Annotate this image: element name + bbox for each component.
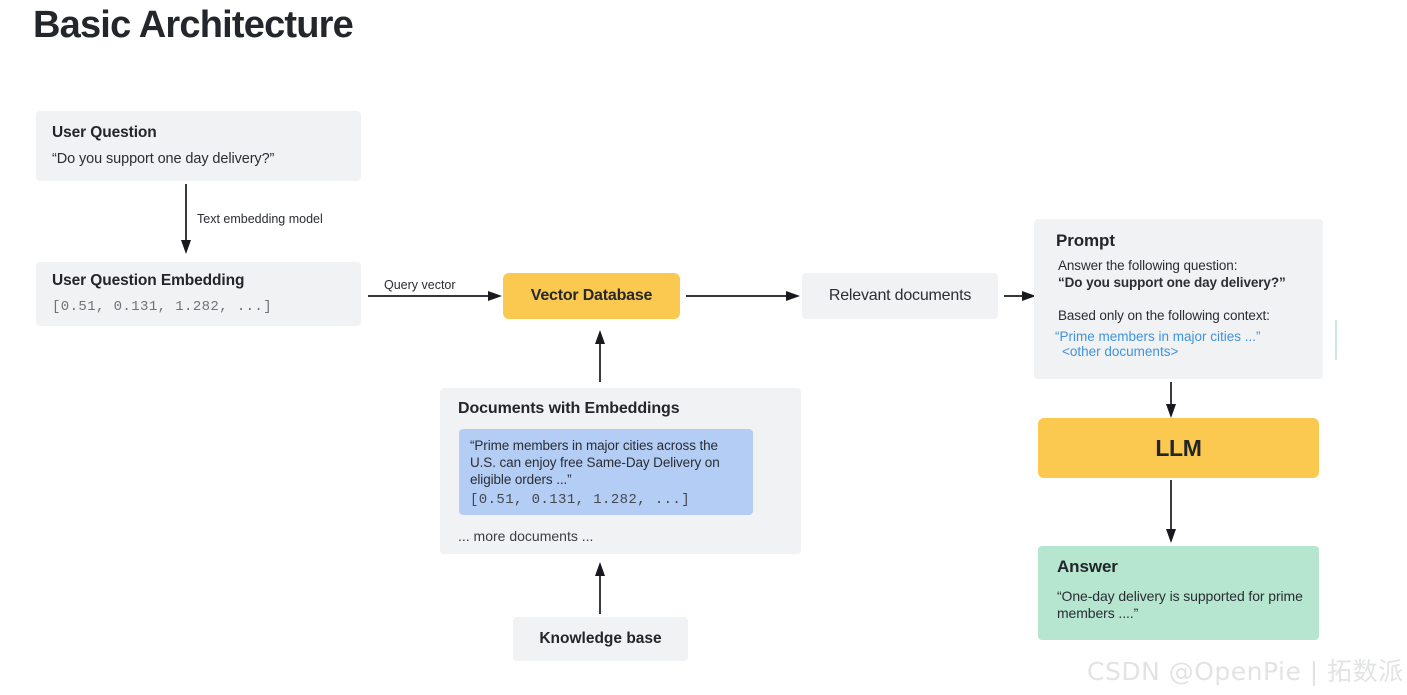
user-question-embedding-node — [36, 262, 361, 326]
user-question-title: User Question — [52, 124, 157, 141]
prompt-context-header: Based only on the following context: — [1058, 308, 1270, 323]
user-question-embedding-title: User Question Embedding — [52, 272, 245, 289]
answer-node — [1038, 546, 1319, 640]
page-title: Basic Architecture — [33, 4, 354, 46]
arrow-knowledge-base-to-documents — [595, 562, 605, 614]
prompt-title: Prompt — [1056, 231, 1115, 250]
prompt-context-line-1: “Prime members in major cities ...” — [1055, 329, 1261, 344]
vector-database-node — [503, 273, 680, 319]
answer-text: “One-day delivery is supported for prime… — [1057, 588, 1303, 621]
edge-label-text-embedding-model: Text embedding model — [197, 212, 323, 226]
answer-title: Answer — [1057, 557, 1118, 576]
prompt-node — [1034, 219, 1323, 379]
llm-node — [1038, 418, 1319, 478]
vector-database-label: Vector Database — [530, 287, 653, 304]
arrow-documents-to-vector-database — [595, 330, 605, 382]
document-card — [459, 429, 753, 515]
relevant-documents-node — [802, 273, 998, 319]
more-documents-label: ... more documents ... — [458, 528, 594, 544]
knowledge-base-label: Knowledge base — [539, 630, 662, 647]
document-card-text: “Prime members in major cities across th… — [470, 438, 720, 487]
arrow-question-to-embedding — [181, 184, 191, 254]
prompt-question: “Do you support one day delivery?” — [1058, 275, 1286, 290]
llm-label: LLM — [1155, 434, 1202, 461]
knowledge-base-node — [513, 617, 688, 661]
document-card-vector: [0.51, 0.131, 1.282, ...] — [470, 492, 691, 508]
arrow-prompt-to-llm — [1166, 382, 1176, 418]
prompt-instruction: Answer the following question: — [1058, 258, 1238, 273]
user-question-embedding-vector: [0.51, 0.131, 1.282, ...] — [52, 299, 273, 315]
user-question-node — [36, 111, 361, 181]
documents-with-embeddings-title: Documents with Embeddings — [458, 400, 680, 417]
teal-tick-marker — [1335, 320, 1337, 360]
arrow-vector-database-to-relevant-documents — [686, 291, 800, 301]
watermark: CSDN @OpenPie | 拓数派 — [1087, 657, 1404, 686]
user-question-text: “Do you support one day delivery?” — [52, 151, 275, 167]
relevant-documents-label: Relevant documents — [828, 287, 972, 304]
edge-label-query-vector: Query vector — [384, 278, 456, 292]
prompt-context-line-2: <other documents> — [1062, 344, 1179, 359]
arrow-llm-to-answer — [1166, 480, 1176, 543]
